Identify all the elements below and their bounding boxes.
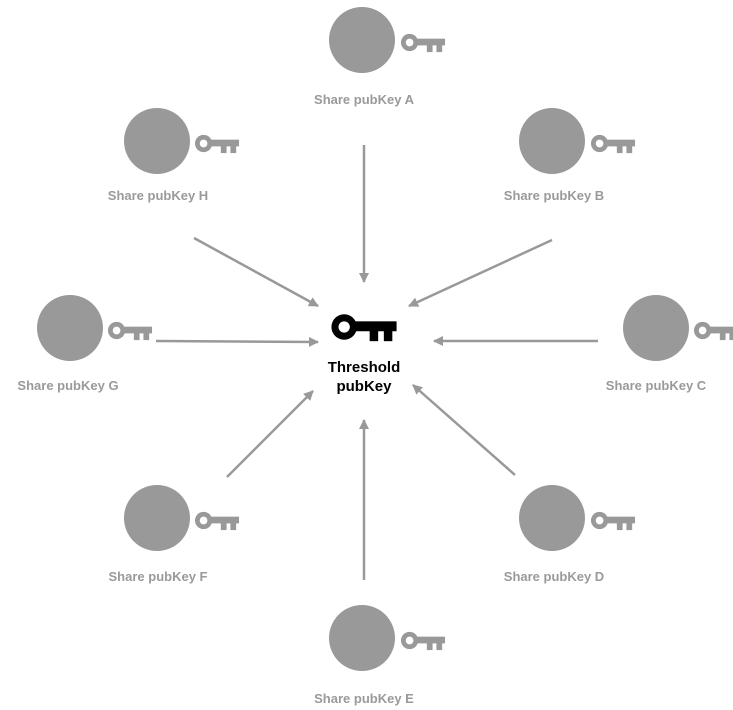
threshold-key-icon <box>331 314 397 342</box>
share-label-a: Share pubKey A <box>314 92 415 107</box>
share-node-d: Share pubKey D <box>504 485 636 584</box>
share-circle-f <box>124 485 190 551</box>
share-label-f: Share pubKey F <box>109 569 208 584</box>
share-node-a: Share pubKey A <box>314 7 446 107</box>
arrow-share-g <box>155 336 319 347</box>
share-circle-c <box>623 295 689 361</box>
share-node-h: Share pubKey H <box>108 108 240 203</box>
share-key-icon-h <box>194 134 240 154</box>
share-node-f: Share pubKey F <box>109 485 240 584</box>
share-node-c: Share pubKey C <box>606 295 733 393</box>
share-label-c: Share pubKey C <box>606 378 707 393</box>
share-key-icon-d <box>590 511 636 531</box>
share-key-icon-g <box>107 321 153 341</box>
share-label-b: Share pubKey B <box>504 188 604 203</box>
share-nodes-layer: Share pubKey A Share pubKey B Share pubKey… <box>17 7 733 706</box>
arrow-share-h <box>193 236 319 308</box>
share-circle-a <box>329 7 395 73</box>
arrow-share-f <box>226 390 314 478</box>
share-key-icon-b <box>590 134 636 154</box>
threshold-pubkey-node: Threshold pubKey <box>328 314 401 395</box>
share-label-e: Share pubKey E <box>314 691 414 706</box>
share-key-icon-a <box>400 33 446 53</box>
share-key-icon-e <box>400 631 446 651</box>
arrow-share-d <box>412 384 516 476</box>
share-circle-h <box>124 108 190 174</box>
share-node-e: Share pubKey E <box>314 605 446 706</box>
arrows-layer <box>155 145 598 580</box>
share-label-g: Share pubKey G <box>17 378 118 393</box>
share-label-d: Share pubKey D <box>504 569 604 584</box>
share-node-g: Share pubKey G <box>17 295 153 393</box>
share-label-h: Share pubKey H <box>108 188 208 203</box>
threshold-label-line-1: Threshold <box>328 359 401 376</box>
share-circle-d <box>519 485 585 551</box>
arrow-share-b <box>408 238 553 308</box>
share-circle-g <box>37 295 103 361</box>
share-key-icon-f <box>194 511 240 531</box>
share-circle-e <box>329 605 395 671</box>
share-node-b: Share pubKey B <box>504 108 636 203</box>
share-key-icon-c <box>693 321 733 341</box>
share-circle-b <box>519 108 585 174</box>
threshold-label-line-2: pubKey <box>336 378 392 395</box>
